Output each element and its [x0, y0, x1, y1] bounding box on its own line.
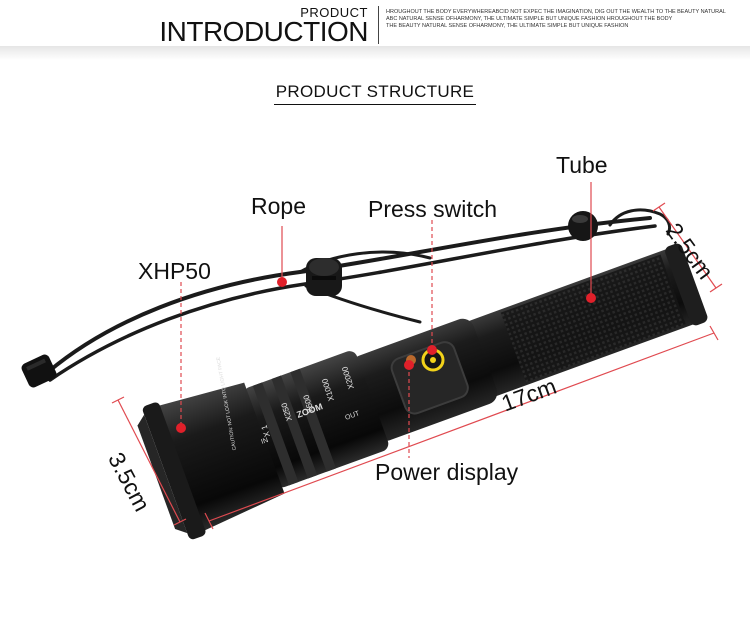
cord-lock: [306, 258, 342, 296]
power-display-marker: [404, 360, 414, 370]
section-title-text: PRODUCT STRUCTURE: [273, 82, 477, 105]
xhp50-marker: [176, 423, 186, 433]
fine-line-1: HROUGHOUT THE BODY EVERYWHEREABCID NOT E…: [386, 9, 726, 15]
label-rope: Rope: [251, 193, 306, 219]
header: PRODUCT INTRODUCTION HROUGHOUT THE BODY …: [0, 0, 750, 60]
flashlight-body: [137, 243, 708, 540]
head-dimension: [117, 399, 181, 523]
rope-bead: [568, 211, 598, 241]
tube-knurling: [500, 254, 686, 383]
rope-marker: [277, 277, 287, 287]
rope-clip: [21, 354, 57, 388]
header-divider: [378, 6, 379, 44]
tail-dimension: [658, 206, 717, 289]
label-xhp50: XHP50: [138, 258, 211, 284]
guide-lines: [180, 182, 592, 458]
label-power-display: Power display: [375, 459, 519, 485]
out-text: OUT: [344, 410, 361, 422]
header-title: INTRODUCTION: [159, 16, 368, 47]
header-shadow: [0, 46, 750, 60]
bezel: [142, 402, 206, 540]
fine-line-2: ABC NATURAL SENSE OFHARMONY, THE ULTIMAT…: [386, 16, 673, 22]
tube-marker: [586, 293, 596, 303]
in-text: IN: [260, 437, 269, 446]
zoom-x1: X 1: [259, 423, 271, 438]
header-small-title: PRODUCT: [300, 5, 368, 20]
fine-line-3: THE BEAUTY NATURAL SENSE OFHARMONY, THE …: [386, 23, 629, 29]
section-title: PRODUCT STRUCTURE: [0, 82, 750, 105]
length-dimension: [208, 332, 715, 522]
press-switch-marker: [427, 345, 437, 355]
label-press-switch: Press switch: [368, 196, 498, 222]
header-fine-text: HROUGHOUT THE BODY EVERYWHEREABCID NOT E…: [386, 9, 736, 30]
label-tube: Tube: [556, 152, 608, 178]
markers: [176, 277, 596, 433]
dimension-lines: [111, 202, 723, 530]
